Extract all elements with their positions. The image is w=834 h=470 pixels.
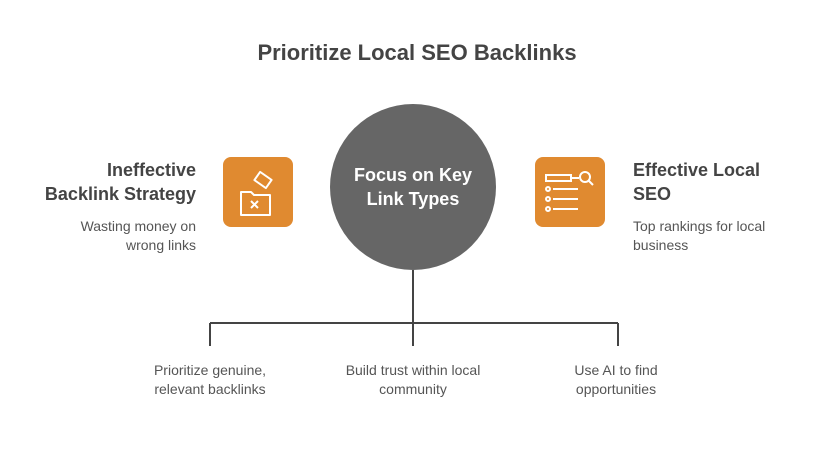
left-desc-line-2: wrong links xyxy=(125,237,196,253)
left-description: Wasting money on wrong links xyxy=(81,217,196,255)
right-heading-line-2: SEO xyxy=(633,184,672,204)
left-desc-line-1: Wasting money on xyxy=(80,218,196,234)
diagram-title: Prioritize Local SEO Backlinks xyxy=(257,40,577,65)
right-desc-line-1: Top rankings for local xyxy=(633,218,766,234)
center-line-1: Focus on Key xyxy=(353,165,473,185)
branch-label-3: Use AI to find opportunities xyxy=(516,361,716,399)
folder-reject-icon xyxy=(223,157,293,227)
branch-3-line-2: opportunities xyxy=(575,381,657,397)
center-line-2: Link Types xyxy=(366,189,460,209)
left-heading-line-2: Backlink Strategy xyxy=(44,184,196,204)
branch-1-line-2: relevant backlinks xyxy=(154,381,266,397)
branch-label-1: Prioritize genuine, relevant backlinks xyxy=(110,361,310,399)
left-heading-line-1: Ineffective xyxy=(106,160,196,180)
branch-2-line-2: community xyxy=(379,381,447,397)
branch-2-line-1: Build trust within local xyxy=(345,362,481,378)
search-list-icon xyxy=(535,157,605,227)
right-heading-line-1: Effective Local xyxy=(633,160,761,180)
right-description: Top rankings for local business xyxy=(633,217,765,255)
branch-label-2: Build trust within local community xyxy=(313,361,513,399)
right-desc-line-2: business xyxy=(633,237,689,253)
branch-3-line-1: Use AI to find xyxy=(574,362,658,378)
branch-1-line-1: Prioritize genuine, xyxy=(153,362,267,378)
